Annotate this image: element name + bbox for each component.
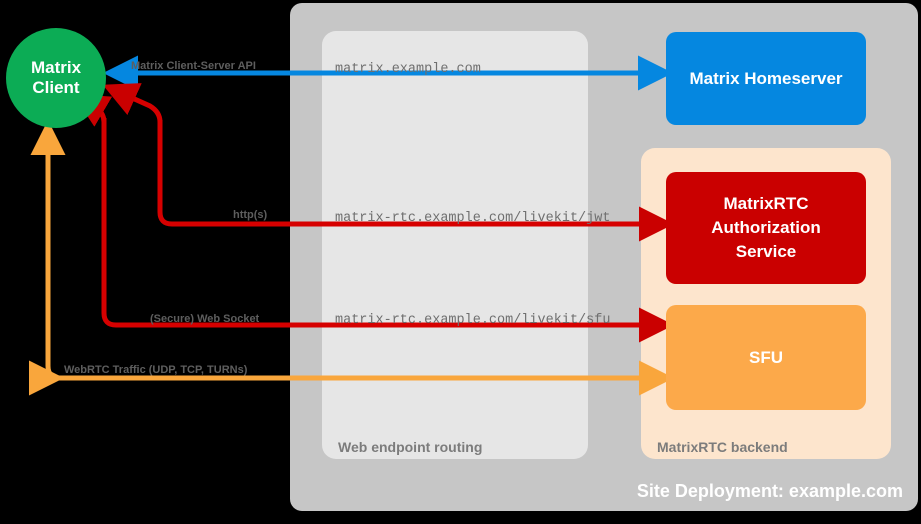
flow-label-cs-api: Matrix Client-Server API [131,60,256,72]
matrixrtc-backend-label: MatrixRTC backend [657,439,788,455]
flow-label-https: http(s) [233,209,268,221]
node-matrix-client[interactable]: Matrix Client [6,28,106,128]
node-matrix-homeserver[interactable]: Matrix Homeserver [666,32,866,125]
flow-websocket-arrow [73,93,674,343]
matrix-client-label-line1: Matrix [30,58,82,77]
site-deployment-title: Site Deployment: example.com [636,481,903,501]
flow-label-webrtc: WebRTC Traffic (UDP, TCP, TURNs) [64,364,248,376]
matrix-client-label-line2: Client [32,78,80,97]
matrix-homeserver-label: Matrix Homeserver [689,68,843,88]
auth-label-line2: Authorization [711,218,821,237]
endpoint-url-jwt: matrix-rtc.example.com/livekit/jwt [335,211,611,226]
endpoint-url-sfu: matrix-rtc.example.com/livekit/sfu [335,313,611,328]
node-sfu[interactable]: SFU [666,305,866,410]
node-matrixrtc-authorization-service[interactable]: MatrixRTC Authorization Service [666,172,866,284]
auth-label-line1: MatrixRTC [723,194,809,213]
flow-webrtc-arrow [30,120,674,396]
auth-label-line3: Service [735,242,797,261]
web-endpoint-routing-panel [322,31,588,459]
sfu-label: SFU [749,347,783,367]
flow-https-arrow [102,83,674,242]
web-endpoint-routing-label: Web endpoint routing [338,439,483,455]
endpoint-url-homeserver: matrix.example.com [335,62,481,77]
flow-label-websocket: (Secure) Web Socket [150,313,260,325]
